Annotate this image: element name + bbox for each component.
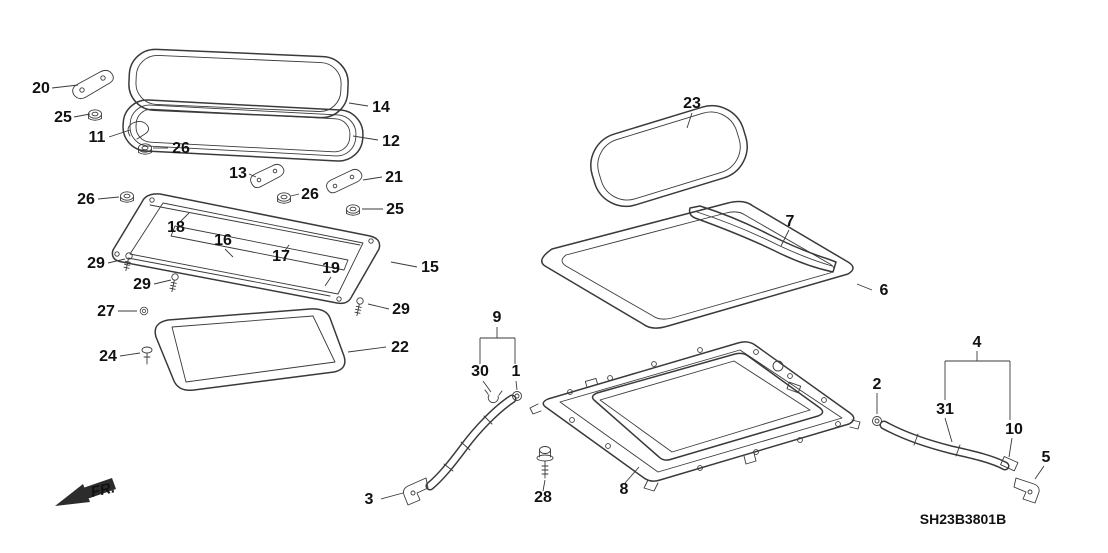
bracket-20 [72,69,114,100]
callout-15: 15 [421,259,439,276]
callout-25-a: 25 [54,109,72,126]
callout-24: 24 [99,348,117,365]
callout-7: 7 [786,213,795,230]
bolt-28 [536,446,554,479]
callout-16: 16 [214,232,232,249]
callout-29-c: 29 [392,301,410,318]
bracket-21 [326,168,363,194]
callout-27: 27 [97,303,115,320]
callout-25-b: 25 [386,201,404,218]
callout-29-a: 29 [87,255,105,272]
screw-29-b [168,272,180,293]
leader-lines [51,84,1045,500]
callout-11: 11 [89,129,106,146]
callout-28: 28 [534,489,552,506]
callout-9: 9 [493,309,502,326]
screw-29-c [353,296,365,317]
tube-clamp-30 [484,389,503,404]
nut-26-b [277,192,291,204]
nut-26-c [120,191,134,203]
callout-5: 5 [1042,449,1051,466]
rail-frame-holes [114,197,374,302]
callout-26-c: 26 [77,191,95,208]
tube-fitting-10 [1000,456,1019,472]
drain-tube-right [879,420,1010,471]
callout-29-b: 29 [133,276,151,293]
callout-21: 21 [385,169,403,186]
drain-elbow-5 [1013,477,1040,504]
frame-detail-tabs [529,360,861,492]
callout-4: 4 [973,334,982,351]
nut-25-a [88,109,102,121]
callout-3: 3 [365,491,374,508]
callout-1: 1 [512,363,521,380]
bracket-13 [250,163,285,189]
clip-11 [127,120,150,140]
callout-8: 8 [620,481,629,498]
callout-20: 20 [32,80,50,97]
callout-19: 19 [322,260,340,277]
callout-13: 13 [229,165,247,182]
callout-12: 12 [382,133,400,150]
callout-14: 14 [372,99,390,116]
drain-elbow-3 [403,477,429,506]
callout-31: 31 [936,401,954,418]
callout-18: 18 [167,219,185,236]
frame-detail-holes [567,347,841,471]
sunshade-22 [154,308,346,392]
frame-seal-6 [541,200,854,329]
callout-26-b: 26 [301,186,319,203]
diagram-code: SH23B3801B [920,511,1006,527]
fr-label: FR. [89,479,116,501]
drain-tube-left [425,394,517,491]
fr-arrow-shaft [80,478,116,499]
callout-10: 10 [1005,421,1023,438]
sunroof-frame-8 [529,341,861,492]
callouts: 20 25 11 26 14 12 13 26 21 25 26 18 16 1… [32,80,1050,508]
nut-25-b [346,204,360,216]
drain-channel-7 [688,205,837,273]
callout-6: 6 [880,282,889,299]
callout-2: 2 [873,376,882,393]
fr-direction-arrow: FR. [55,478,116,506]
opening-seal-23 [590,104,748,208]
clip-27 [139,306,149,316]
rail-frame-15 [111,193,381,305]
callout-23: 23 [683,95,701,112]
callout-30: 30 [471,363,489,380]
callout-22: 22 [391,339,409,356]
callout-17: 17 [272,248,290,265]
callout-26-a: 26 [172,140,190,157]
screw-24 [141,346,153,365]
